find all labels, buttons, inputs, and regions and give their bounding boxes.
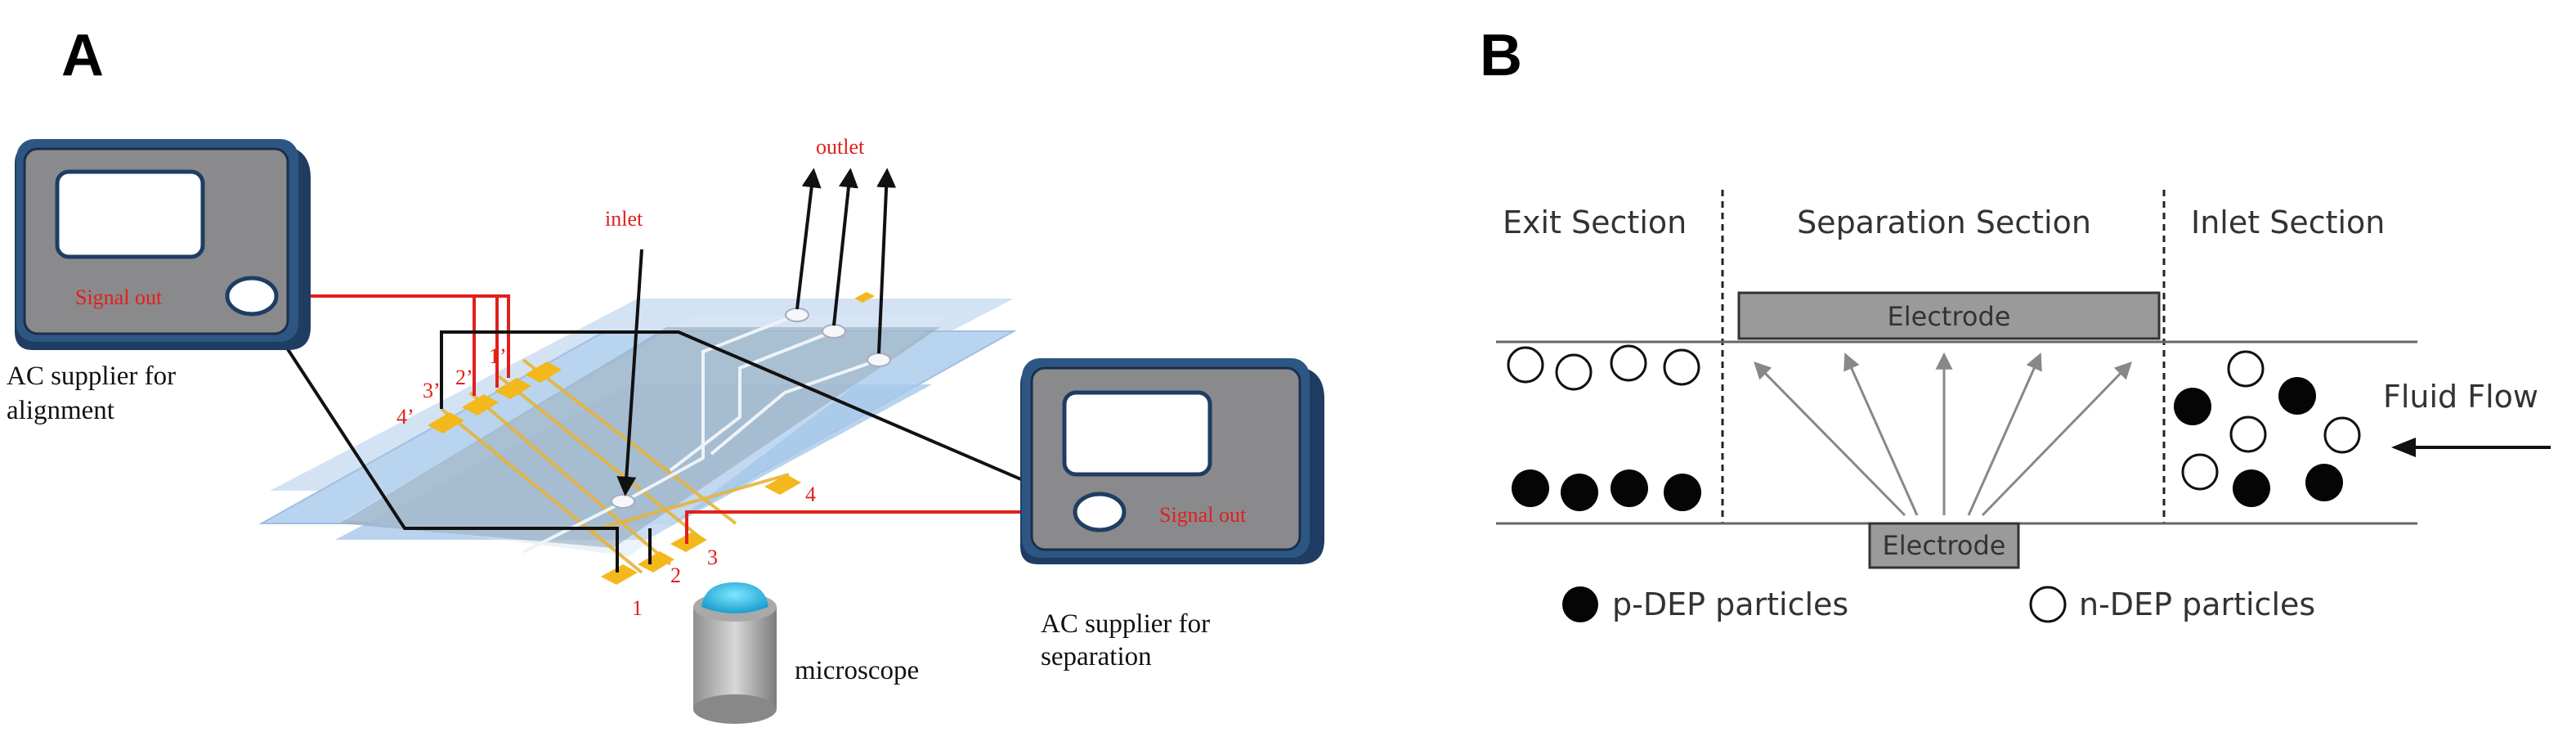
separation-caption-line2: separation <box>1041 642 1152 671</box>
section-titles: Exit Section Separation Section Inlet Se… <box>1503 204 2385 240</box>
label-2: 2 <box>670 564 681 587</box>
inlet-n-dep-particles <box>2181 350 2361 491</box>
pad-3-prime <box>462 394 499 415</box>
label-1: 1 <box>632 596 643 620</box>
channel-ports <box>611 308 891 509</box>
legend: p-DEP particles n-DEP particles <box>1562 586 2315 623</box>
outlet-port-2 <box>822 324 846 339</box>
outlet-port-3 <box>867 353 891 367</box>
panel-b: B Exit Section Separation Section Inlet … <box>1480 23 2551 623</box>
electrode-pads <box>428 362 801 585</box>
microfluidic-chip <box>258 299 1017 556</box>
pad-top-right <box>854 292 875 303</box>
alignment-signal-out-port <box>225 276 279 317</box>
n-dep-particle <box>2323 416 2361 454</box>
p-dep-particle <box>2305 464 2343 501</box>
alignment-caption-line1: AC supplier for <box>7 362 176 391</box>
top-electrode: Electrode <box>1737 291 2161 340</box>
fluid-flow-arrow <box>2391 438 2551 457</box>
n-dep-legend-label: n-DEP particles <box>2079 586 2315 622</box>
p-dep-legend-marker <box>1562 586 1598 622</box>
n-dep-particle <box>1663 348 1700 386</box>
p-dep-particle <box>2233 469 2270 507</box>
inlet-section-title: Inlet Section <box>2191 204 2385 240</box>
chip-channel-area <box>339 327 940 548</box>
section-dividers <box>1721 190 2166 523</box>
alignment-wires <box>270 294 1086 544</box>
p-dep-particle <box>1664 474 1701 511</box>
alignment-caption-line2: alignment <box>7 396 114 425</box>
separation-ac-supplier: Signal out <box>1020 358 1324 564</box>
n-dep-particle <box>2229 415 2267 453</box>
panel-a-letter: A <box>61 23 104 88</box>
microscope-label: microscope <box>795 656 919 685</box>
n-dep-particle <box>2227 350 2265 388</box>
microscope-lens <box>701 582 768 613</box>
top-electrode-label: Electrode <box>1888 301 2011 332</box>
outlet-port-1 <box>785 308 809 322</box>
n-dep-particle <box>1507 346 1544 384</box>
pad-1 <box>601 564 638 585</box>
separation-section-title: Separation Section <box>1797 204 2091 240</box>
p-dep-particle <box>1611 469 1648 507</box>
exit-section-title: Exit Section <box>1503 204 1687 240</box>
fluid-channels <box>522 313 880 554</box>
alignment-signal-label: Signal out <box>75 285 163 309</box>
separation-signal-out-port <box>1073 492 1127 532</box>
label-3: 3 <box>707 546 718 569</box>
p-dep-legend-label: p-DEP particles <box>1612 586 1848 622</box>
label-3-prime: 3’ <box>423 379 441 402</box>
inlet-arrow <box>616 249 643 496</box>
bottom-electrode-label: Electrode <box>1883 530 2006 561</box>
inlet-label: inlet <box>605 207 643 231</box>
pad-4-prime <box>428 412 464 433</box>
label-4-prime: 4’ <box>396 405 414 429</box>
alignment-display-screen <box>55 169 205 259</box>
bottom-electrode: Electrode <box>1868 522 2020 569</box>
alignment-ac-supplier: Signal out <box>15 139 311 350</box>
label-2-prime: 2’ <box>455 366 473 389</box>
pad-1-prime <box>525 362 562 383</box>
p-dep-particle <box>1561 474 1598 511</box>
outlet-label: outlet <box>816 135 865 159</box>
n-dep-particle <box>2181 453 2219 491</box>
inlet-p-dep-particles <box>2174 377 2343 507</box>
pad-2 <box>638 551 674 573</box>
label-4: 4 <box>805 483 816 506</box>
p-dep-particle <box>2278 377 2316 415</box>
separation-display-screen <box>1062 390 1212 477</box>
panel-a: A <box>7 23 1324 724</box>
field-lines <box>1754 352 2132 517</box>
outlet-arrows <box>795 168 897 354</box>
separation-caption-line1: AC supplier for <box>1041 609 1210 639</box>
pad-2-prime <box>495 378 531 399</box>
separation-signal-label: Signal out <box>1159 503 1247 527</box>
n-dep-particle <box>1555 353 1593 391</box>
exit-p-dep-particles <box>1512 469 1701 511</box>
n-dep-particle <box>1610 344 1647 382</box>
fluid-flow-label: Fluid Flow <box>2383 379 2538 415</box>
n-dep-legend-marker <box>2029 586 2067 623</box>
p-dep-particle <box>2174 388 2211 425</box>
exit-n-dep-particles <box>1507 344 1700 391</box>
microscope: microscope <box>693 582 919 724</box>
pad-4 <box>764 474 801 495</box>
panel-b-letter: B <box>1480 23 1522 88</box>
separation-wires <box>260 308 1086 573</box>
p-dep-particle <box>1512 469 1549 507</box>
pad-3 <box>670 532 707 552</box>
inlet-port <box>611 494 635 509</box>
